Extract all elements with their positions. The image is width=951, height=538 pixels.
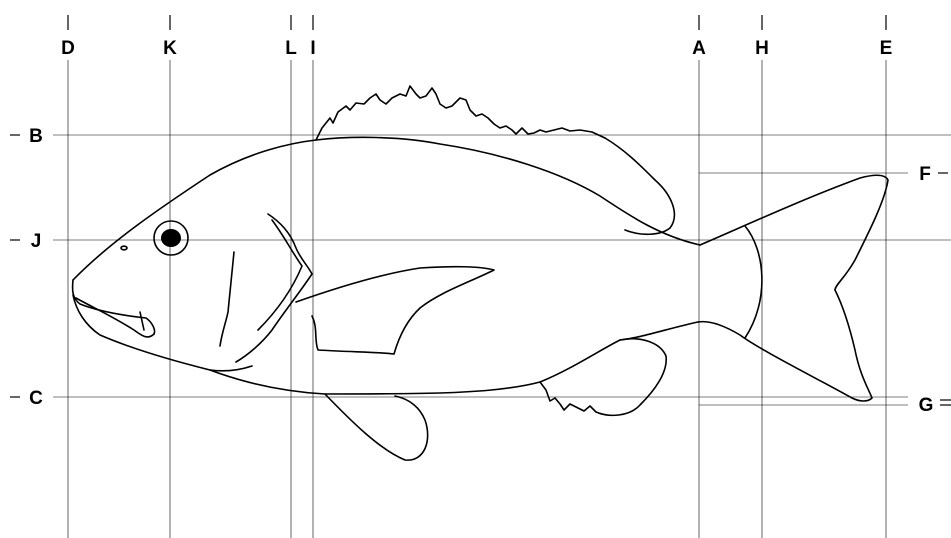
marker-label-L: L bbox=[285, 38, 297, 59]
marker-label-I: I bbox=[310, 38, 315, 59]
marker-label-J: J bbox=[31, 231, 42, 252]
nostril bbox=[121, 246, 127, 250]
eye-pupil bbox=[161, 229, 181, 247]
vertical-guides bbox=[68, 15, 886, 538]
marker-label-B: B bbox=[29, 126, 43, 147]
dorsal-fin-soft bbox=[605, 138, 674, 234]
marker-label-K: K bbox=[163, 38, 177, 59]
fish-outline bbox=[73, 86, 888, 460]
tail-upper-lobe bbox=[700, 175, 888, 290]
marker-label-D: D bbox=[61, 38, 75, 59]
dorsal-fin-spiny bbox=[316, 86, 605, 140]
gill-cover-inner bbox=[258, 220, 302, 330]
pectoral-fin bbox=[296, 267, 494, 354]
anal-fin bbox=[540, 339, 666, 416]
jaw-corner bbox=[140, 312, 144, 330]
pelvic-fin bbox=[325, 394, 428, 460]
head-lower-line bbox=[210, 366, 252, 371]
horizontal-marker-labels: B J C F G bbox=[29, 126, 933, 416]
eye bbox=[154, 221, 188, 255]
upper-jaw bbox=[73, 280, 155, 334]
marker-label-H: H bbox=[755, 38, 769, 59]
tail-lower-lobe bbox=[698, 290, 872, 401]
marker-label-E: E bbox=[880, 38, 893, 59]
horizontal-guides bbox=[10, 135, 951, 405]
fish-back-contour bbox=[73, 137, 700, 280]
gill-cover bbox=[236, 214, 312, 362]
preopercle-line bbox=[220, 252, 234, 346]
vertical-marker-labels: D K L I A H E bbox=[61, 38, 892, 59]
marker-label-A: A bbox=[692, 38, 706, 59]
caudal-base-arc bbox=[745, 226, 762, 338]
marker-label-G: G bbox=[919, 395, 934, 416]
marker-label-C: C bbox=[29, 388, 43, 409]
fish-belly-contour bbox=[73, 295, 698, 394]
marker-label-F: F bbox=[919, 164, 931, 185]
